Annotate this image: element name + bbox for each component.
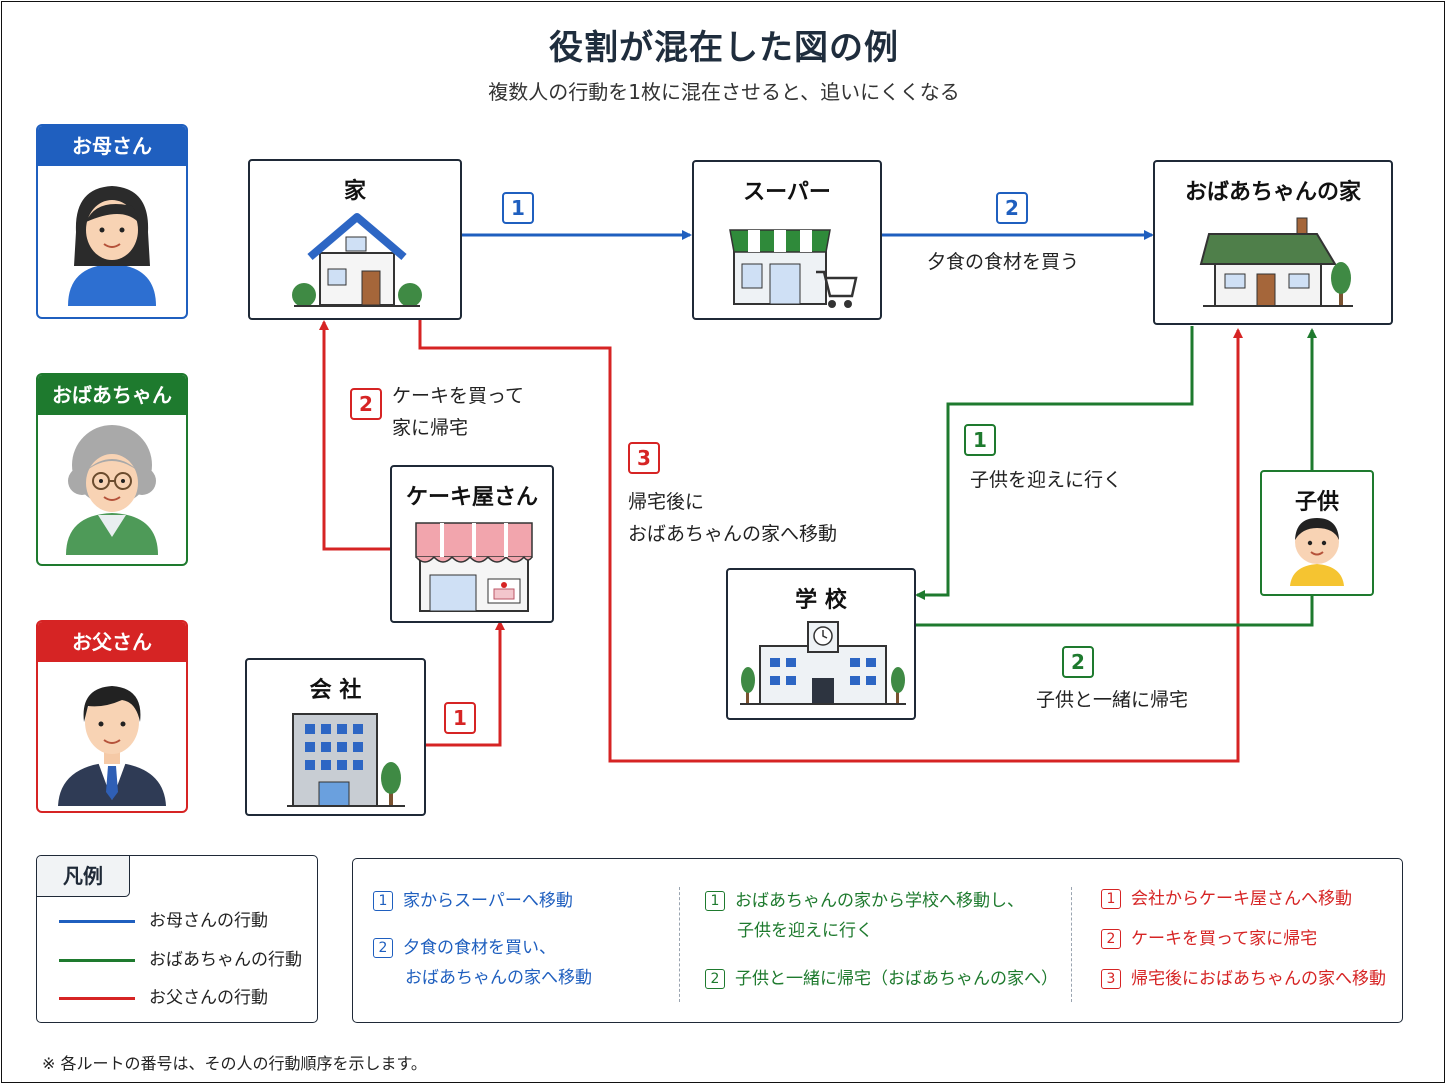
place-supermarket: スーパー	[692, 160, 882, 320]
legend-item-grandma: おばあちゃんの行動	[59, 945, 302, 970]
route-father-1-number: 1	[444, 702, 476, 734]
place-grandma-house: おばあちゃんの家	[1153, 160, 1393, 325]
footnote: ※ 各ルートの番号は、その人の行動順序を示します。	[42, 1054, 427, 1073]
mother-avatar-icon	[68, 186, 156, 306]
person-label-grandma: おばあちゃん	[38, 375, 186, 415]
page-title: 役割が混在した図の例	[549, 28, 899, 68]
route-father-3	[418, 320, 1243, 763]
child-avatar-icon	[1290, 518, 1344, 586]
route-grandma-1-number: 1	[964, 424, 996, 456]
place-grandma-house-label: おばあちゃんの家	[1184, 180, 1361, 205]
grandma-house-icon	[1199, 217, 1353, 307]
route-father-3-number: 3	[628, 442, 660, 474]
route-mother-1-number: 1	[502, 192, 534, 224]
place-company: 会 社	[245, 658, 426, 816]
steps-separator-1	[679, 887, 680, 1002]
place-home-label: 家	[343, 179, 366, 204]
legend-item-father: お父さんの行動	[59, 983, 268, 1008]
child-card: 子供	[1260, 470, 1374, 596]
route-mother-2-label: 夕食の食材を買う	[927, 251, 1080, 273]
route-father-2-label-1: ケーキを買って	[392, 385, 525, 407]
person-label-father: お父さん	[38, 622, 186, 662]
father-avatar-icon	[58, 686, 166, 806]
place-cake-shop-label: ケーキ屋さん	[405, 485, 538, 510]
route-grandma-2	[915, 596, 1314, 627]
child-label: 子供	[1294, 490, 1339, 515]
route-grandma-1	[915, 326, 1194, 600]
route-father-1	[426, 620, 505, 747]
place-company-label: 会 社	[309, 678, 362, 703]
route-father-3-label-1: 帰宅後に	[628, 491, 705, 513]
route-grandma-1-label: 子供を迎えに行く	[970, 469, 1123, 491]
person-label-mother: お母さん	[38, 126, 186, 166]
route-father-2-label-2: 家に帰宅	[392, 417, 469, 439]
person-card-grandma: おばあちゃん	[36, 373, 188, 566]
legend-title: 凡例	[37, 856, 130, 897]
grandma-avatar-icon	[66, 425, 158, 555]
place-cake-shop: ケーキ屋さん	[390, 465, 554, 623]
route-father-3-label-2: おばあちゃんの家へ移動	[628, 523, 838, 545]
legend-item-mother: お母さんの行動	[59, 906, 268, 931]
person-card-father: お父さん	[36, 620, 188, 813]
place-home: 家	[248, 159, 462, 320]
place-school: 学 校	[726, 568, 916, 720]
route-grandma-2-label: 子供と一緒に帰宅	[1036, 689, 1189, 711]
school-icon	[740, 621, 906, 705]
house-icon	[292, 213, 422, 307]
place-supermarket-label: スーパー	[743, 180, 831, 205]
office-building-icon	[287, 713, 405, 807]
supermarket-icon	[729, 229, 858, 308]
route-father-2-number: 2	[350, 388, 382, 420]
steps-separator-2	[1071, 887, 1072, 1002]
page-subtitle: 複数人の行動を1枚に混在させると、追いにくくなる	[488, 80, 960, 104]
route-father-2	[319, 320, 390, 551]
route-mother-2-number: 2	[996, 192, 1028, 224]
person-card-mother: お母さん	[36, 124, 188, 319]
place-school-label: 学 校	[795, 588, 847, 613]
cake-shop-icon	[415, 522, 533, 612]
legend: 凡例 お母さんの行動 おばあちゃんの行動 お父さんの行動	[36, 855, 318, 1023]
route-grandma-2-number: 2	[1062, 646, 1094, 678]
